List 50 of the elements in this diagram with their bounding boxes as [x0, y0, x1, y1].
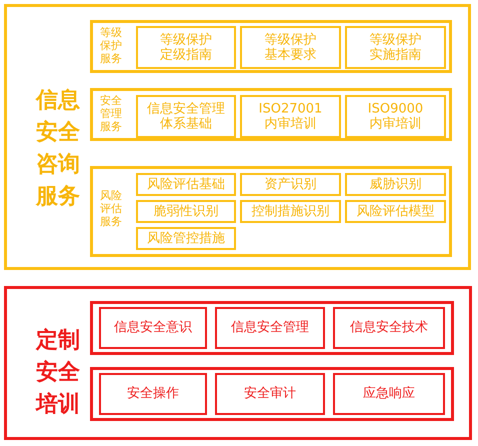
item-label: 等级保护实施指南 — [368, 32, 422, 64]
item-box — [136, 95, 236, 138]
item-box — [345, 200, 446, 223]
item-box — [333, 307, 445, 349]
item-label: 威胁识别 — [368, 176, 422, 192]
group-box — [90, 20, 452, 73]
item-box — [240, 26, 341, 69]
item-box — [215, 373, 325, 415]
item-label: 等级保护定级指南 — [159, 32, 213, 64]
item-label: ISO9000内审培训 — [366, 100, 424, 132]
item-box — [345, 95, 446, 138]
item-box — [136, 26, 236, 69]
item-label: 风险评估基础 — [146, 176, 226, 192]
item-label: 控制措施识别 — [250, 204, 330, 220]
item-label: 应急响应 — [362, 386, 416, 402]
item-box — [99, 307, 207, 349]
panel — [4, 4, 471, 270]
item-label: 信息安全意识 — [113, 320, 193, 336]
group-box — [90, 301, 454, 355]
item-label: 信息安全管理 — [230, 320, 310, 336]
item-box — [240, 173, 341, 196]
panel-title: 定制安全培训 — [34, 326, 81, 419]
item-box — [136, 200, 236, 223]
group-box — [90, 88, 452, 141]
item-box — [240, 200, 341, 223]
item-label: 信息安全技术 — [349, 320, 429, 336]
item-box — [215, 307, 325, 349]
item-box — [136, 227, 236, 250]
item-label: 安全操作 — [126, 386, 180, 402]
item-label: 脆弱性识别 — [152, 204, 220, 220]
group-label: 安全管理服务 — [99, 94, 123, 134]
group-box — [90, 367, 454, 421]
group-label: 等级保护服务 — [99, 26, 123, 66]
item-label: ISO27001内审培训 — [258, 100, 324, 132]
item-label: 风险评估模型 — [356, 204, 436, 220]
item-box — [99, 373, 207, 415]
item-label: 等级保护基本要求 — [264, 32, 318, 64]
item-box — [345, 173, 446, 196]
item-label: 风险管控措施 — [146, 230, 226, 246]
item-label: 信息安全管理体系基础 — [146, 100, 226, 132]
item-box — [240, 95, 341, 138]
panel — [4, 286, 472, 440]
item-label: 资产识别 — [264, 176, 318, 192]
group-box — [90, 166, 452, 257]
item-box — [333, 373, 445, 415]
item-box — [345, 26, 446, 69]
item-box — [136, 173, 236, 196]
panel-title: 信息安全咨询服务 — [34, 87, 81, 211]
item-label: 安全审计 — [243, 386, 297, 402]
group-label: 风险评估服务 — [99, 189, 123, 229]
